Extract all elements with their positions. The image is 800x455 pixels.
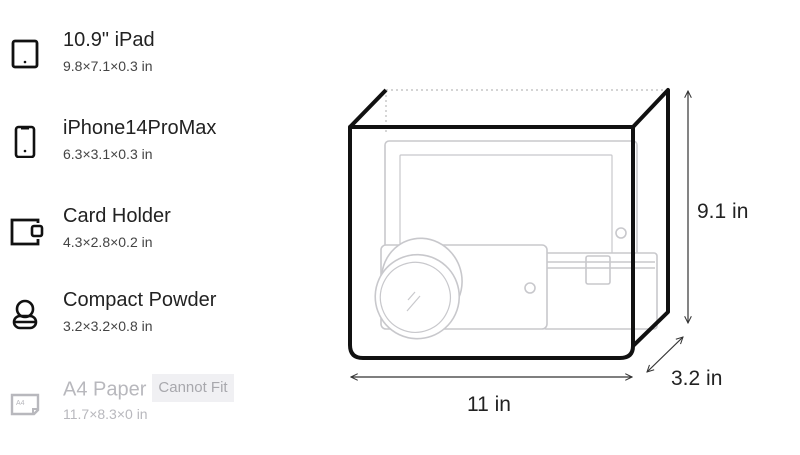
item-dimensions: 11.7×8.3×0 in xyxy=(63,406,148,422)
item-title: Compact Powder xyxy=(63,289,217,311)
list-item-ipad[interactable]: 10.9" iPad 9.8×7.1×0.3 in xyxy=(0,28,300,88)
item-dimensions: 6.3×3.1×0.3 in xyxy=(63,146,153,162)
height-label: 9.1 in xyxy=(697,200,749,223)
phone-icon xyxy=(14,125,36,158)
list-item-compact-powder[interactable]: Compact Powder 3.2×3.2×0.8 in xyxy=(0,288,300,348)
wallet-icon xyxy=(10,218,44,246)
depth-arrow xyxy=(647,337,683,372)
bag-contents xyxy=(374,140,658,340)
list-item-card-holder[interactable]: Card Holder 4.3×2.8×0.2 in xyxy=(0,204,300,264)
compact-icon xyxy=(12,299,38,330)
a4-paper-icon: A4 xyxy=(10,393,40,416)
tablet-icon xyxy=(11,39,39,69)
item-title: iPhone14ProMax xyxy=(63,117,217,139)
cannot-fit-badge: Cannot Fit xyxy=(152,374,234,402)
item-dimensions: 3.2×3.2×0.8 in xyxy=(63,318,153,334)
compact-ghost xyxy=(374,237,463,340)
item-dimensions: 4.3×2.8×0.2 in xyxy=(63,234,153,250)
svg-text:A4: A4 xyxy=(16,400,25,407)
bag-outline xyxy=(348,88,670,360)
card-holder-ghost xyxy=(542,252,658,330)
depth-label: 3.2 in xyxy=(671,367,723,390)
item-dimensions: 9.8×7.1×0.3 in xyxy=(63,58,153,74)
width-label: 11 in xyxy=(467,393,511,416)
item-title: Card Holder xyxy=(63,205,171,227)
list-item-iphone[interactable]: iPhone14ProMax 6.3×3.1×0.3 in xyxy=(0,116,300,176)
item-title: 10.9" iPad xyxy=(63,29,155,51)
